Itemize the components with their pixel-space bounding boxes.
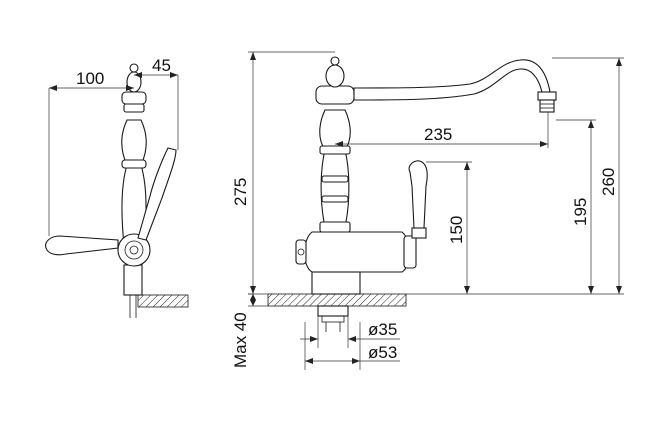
dimension-100: 100	[48, 69, 134, 236]
dim-dia-53-label: ø53	[368, 343, 397, 362]
front-lever-handle	[408, 160, 428, 229]
side-view	[45, 63, 189, 318]
front-mount-nut	[317, 305, 349, 317]
dim-max-40-label: Max 40	[231, 312, 250, 368]
dim-235-label: 235	[424, 125, 452, 144]
side-hub	[117, 233, 151, 267]
dimension-45: 45	[134, 56, 179, 150]
front-aerator	[539, 99, 555, 113]
side-lever-raised	[137, 147, 177, 241]
front-column	[319, 109, 351, 223]
dimension-260: 260	[552, 57, 624, 295]
front-counter-hatch	[267, 293, 407, 307]
front-spout	[353, 59, 551, 101]
front-aerator-top	[537, 91, 557, 101]
front-base-body	[303, 231, 411, 273]
dim-100-label: 100	[76, 69, 104, 88]
dim-45-label: 45	[152, 56, 171, 75]
dimension-150: 150	[406, 161, 472, 295]
side-base	[123, 264, 143, 296]
front-top-collar	[315, 85, 355, 105]
side-counter-hatch	[137, 294, 189, 308]
dim-150-label: 150	[447, 216, 466, 244]
front-view	[267, 56, 557, 332]
dimension-dia-35: ø35	[300, 316, 400, 348]
dim-195-label: 195	[571, 198, 590, 226]
front-end-cap	[295, 239, 307, 265]
dimension-235: 235	[335, 112, 549, 148]
dimension-195: 195	[472, 119, 596, 295]
dimension-dia-53: ø53	[304, 322, 400, 370]
front-finial	[325, 64, 345, 88]
dim-260-label: 260	[599, 168, 618, 196]
dim-dia-35-label: ø35	[368, 320, 397, 339]
dim-275-label: 275	[231, 178, 250, 206]
side-lever-handle	[45, 235, 119, 256]
front-base-foot	[311, 271, 361, 295]
dimension-max-40: Max 40	[231, 293, 268, 368]
